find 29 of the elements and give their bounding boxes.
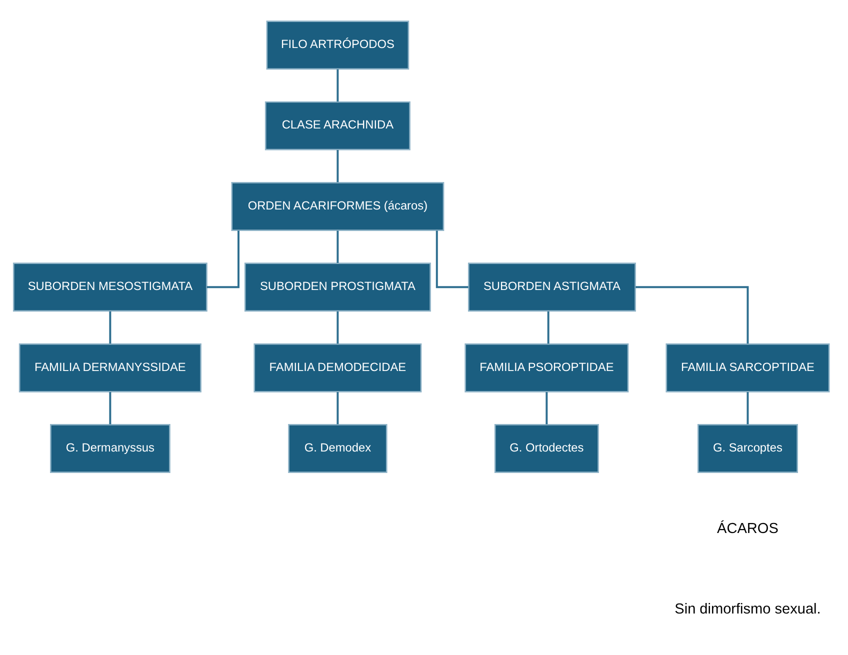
node-box: G. Ortodectes <box>494 424 599 473</box>
connector <box>436 230 468 288</box>
connector <box>336 230 339 263</box>
connector <box>109 311 112 344</box>
node-box: G. Dermanyssus <box>50 424 170 473</box>
node-box: CLASE ARACHNIDA <box>264 101 410 150</box>
connector <box>636 286 749 344</box>
node-box: FAMILIA PSOROPTIDAE <box>464 343 629 392</box>
node-box: ORDEN ACARIFORMES (ácaros) <box>231 182 444 231</box>
connector <box>336 311 339 344</box>
connector <box>746 392 749 424</box>
label: ÁCAROS <box>717 520 778 537</box>
node-box: SUBORDEN ASTIGMATA <box>468 262 636 312</box>
connector <box>546 392 548 424</box>
node-box: SUBORDEN MESOSTIGMATA <box>12 262 208 312</box>
connector <box>547 311 550 344</box>
connector <box>336 69 339 102</box>
connector <box>336 150 339 182</box>
node-box: FAMILIA DEMODECIDAE <box>254 343 422 392</box>
node-box: FAMILIA DERMANYSSIDAE <box>18 343 202 392</box>
node-box: SUBORDEN PROSTIGMATA <box>244 262 431 312</box>
node-box: G. Demodex <box>288 424 388 473</box>
label: Sin dimorfismo sexual. <box>674 602 821 618</box>
node-box: FILO ARTRÓPODOS <box>266 20 410 70</box>
connector <box>206 230 240 288</box>
node-box: G. Sarcoptes <box>697 424 798 473</box>
node-box: FAMILIA SARCOPTIDAE <box>666 343 830 392</box>
connector <box>336 392 339 424</box>
connector <box>109 392 112 424</box>
